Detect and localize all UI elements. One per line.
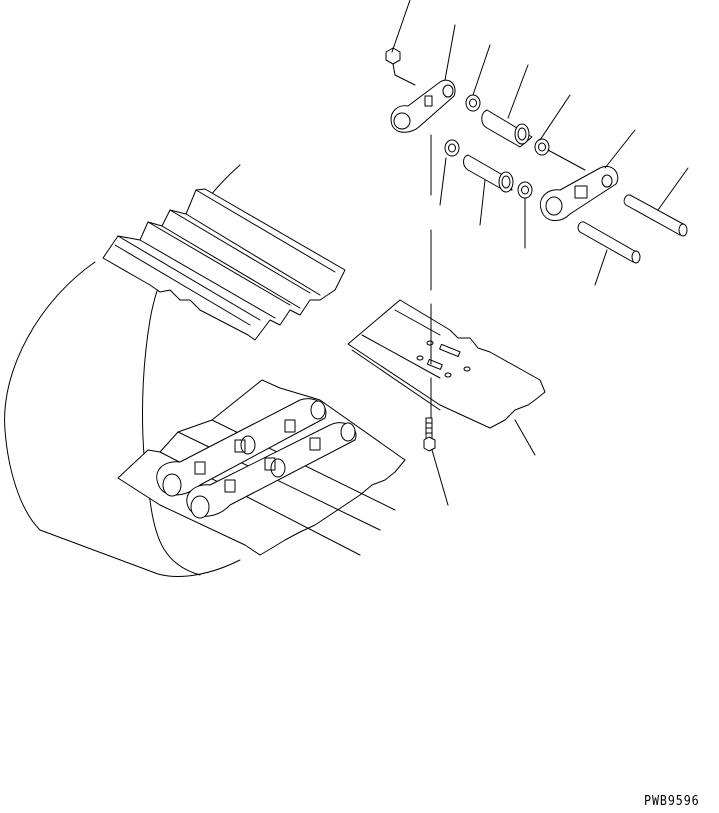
chain-links bbox=[156, 398, 357, 519]
assembled-chain-section bbox=[117, 379, 406, 556]
track-shoe bbox=[347, 299, 546, 429]
seal-upper-left bbox=[465, 94, 481, 112]
track-link-right bbox=[540, 166, 619, 221]
track-link-left bbox=[390, 79, 456, 133]
drawing-code: PWB9596 bbox=[644, 794, 700, 809]
pin-lower bbox=[577, 221, 641, 264]
grouser-shoe-top bbox=[102, 188, 346, 341]
leader-lines bbox=[391, 0, 689, 506]
seal-lower-right bbox=[517, 181, 533, 199]
seal-lower-left bbox=[444, 139, 460, 157]
seal-upper-right bbox=[534, 138, 550, 156]
bushing-lower bbox=[463, 154, 514, 193]
bushing-upper bbox=[481, 109, 533, 148]
pin-upper bbox=[623, 194, 688, 237]
shoe-bolt bbox=[423, 417, 436, 452]
